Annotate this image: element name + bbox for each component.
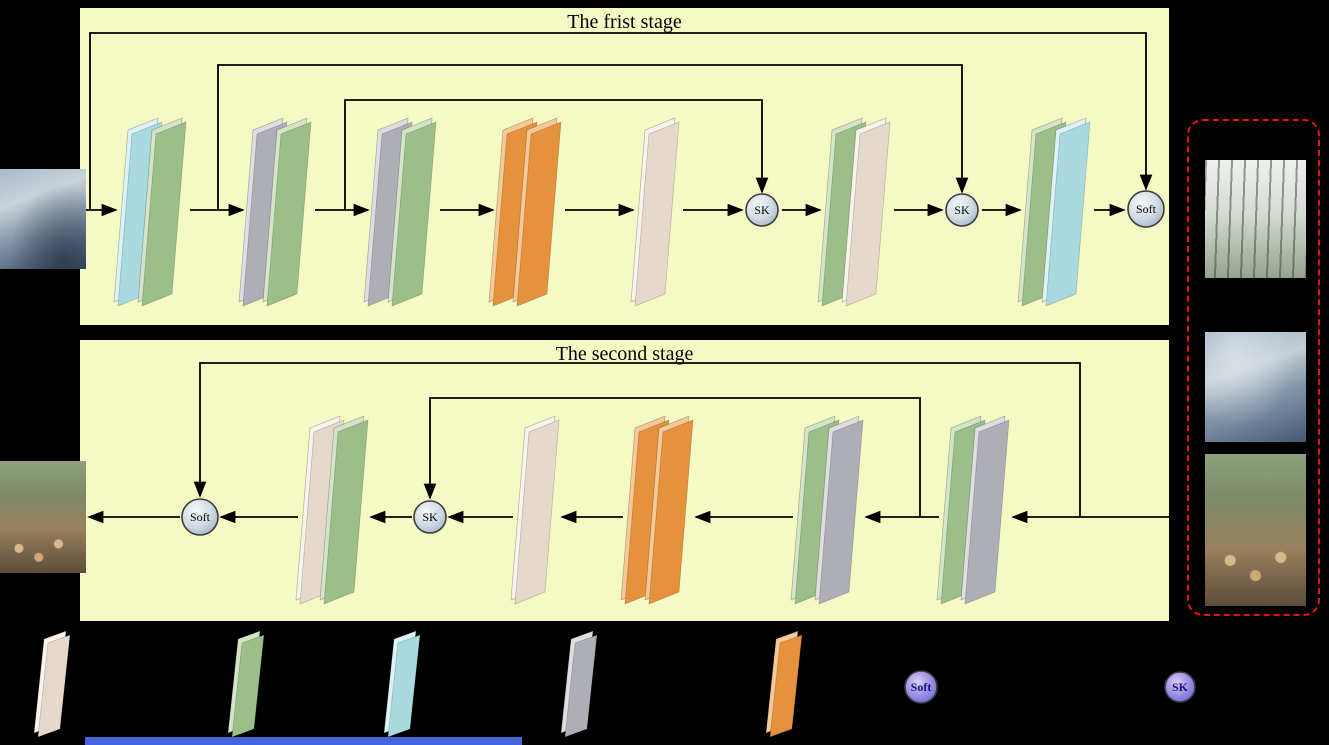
final-result-image [1205,454,1306,606]
node-label: Soft [911,680,932,694]
layer-slab-cyan [387,634,421,738]
layer-slab-edge [765,630,799,734]
layer-slab-edge [33,630,67,734]
layer-slab-gray [564,634,598,738]
layer-slab-green [231,634,265,738]
layer-slab-edge [227,630,261,734]
hazy-input-copy-image [1205,332,1306,442]
bottom-blue-bar [85,737,522,745]
stage1-title: The frist stage [567,11,682,33]
stage1-input-image [0,169,86,269]
soft-node [904,670,938,704]
stage2-panel: The second stage [80,340,1169,621]
intermediate-results-box [1187,119,1320,616]
layer-slab-edge [560,630,594,734]
stage1-result-image [1205,160,1306,278]
layer-slab-beige [37,634,71,738]
layer-slab-edge [383,630,417,734]
stage2-output-image [0,461,86,573]
node-label: SK [1172,680,1189,694]
sk-node [1164,671,1196,703]
stage2-title: The second stage [555,343,694,365]
layer-slab-orange [769,634,803,738]
stage1-panel: The frist stage [80,8,1169,325]
